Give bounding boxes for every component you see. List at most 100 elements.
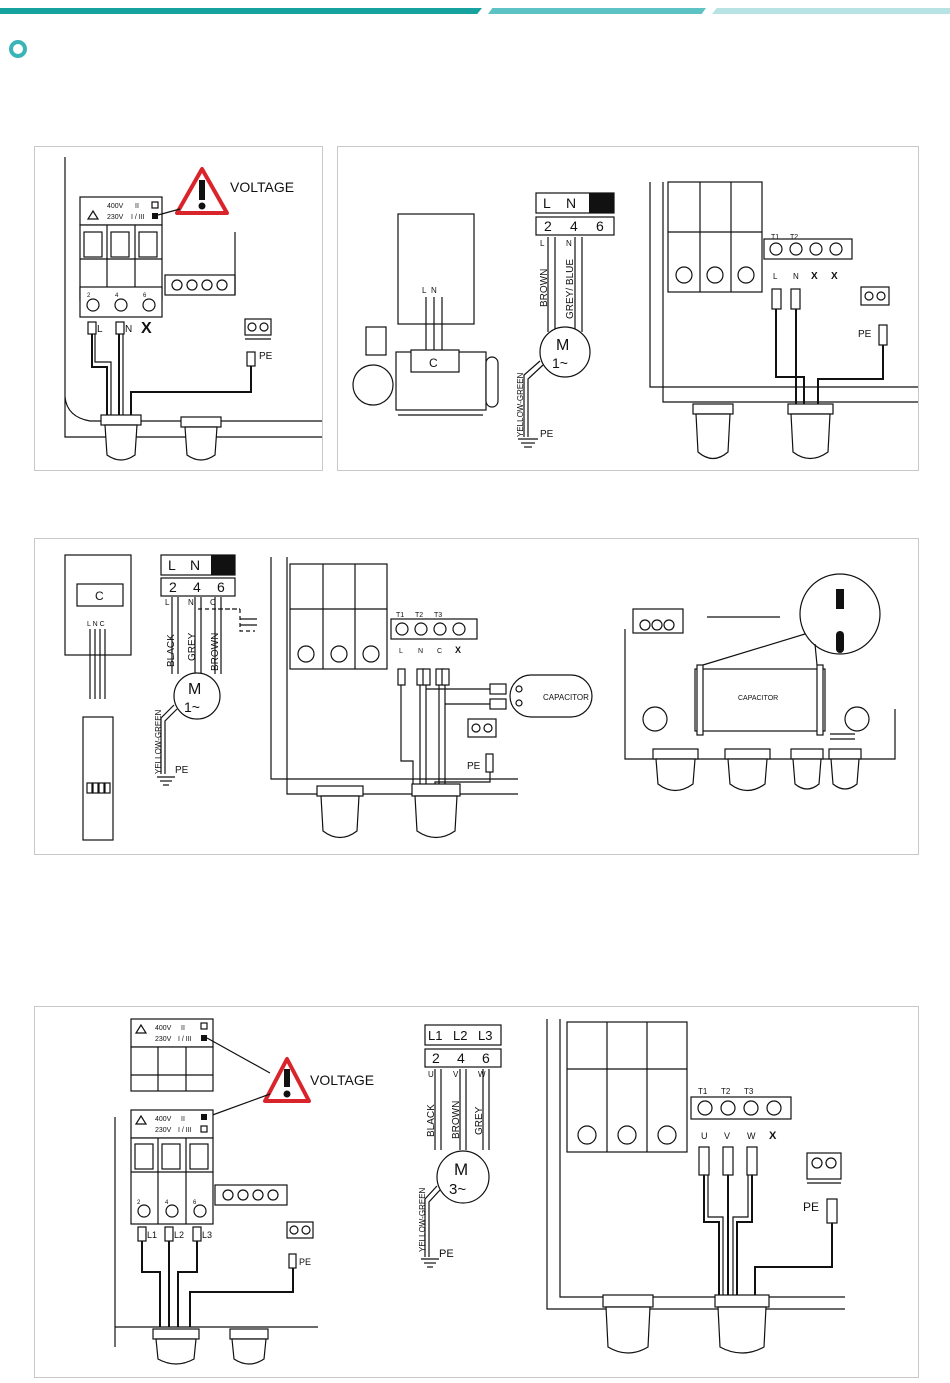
tp-wire-l2: L2 (174, 1230, 184, 1240)
cap-ctrl-c: C (437, 648, 442, 655)
tp-wire-l1: L1 (147, 1230, 157, 1240)
tp-wire-black: BLACK (426, 1104, 437, 1137)
panel-single-phase-motor: L N C L N 2 4 6 L N BROWN GREY/ BLUE M 1… (337, 146, 919, 471)
label-400v: 400V (107, 203, 124, 210)
tp-wire-v: V (453, 1070, 459, 1079)
tp-schem-pe: PE (439, 1248, 454, 1260)
capacitor-component (509, 674, 593, 718)
ctrl-x2: X (831, 271, 838, 282)
terminal-2: 2 (87, 293, 91, 299)
section-bullet-icon (9, 40, 27, 58)
cap-terminal-2: 2 (169, 579, 177, 595)
ctrl-l: L (773, 272, 778, 281)
tp-lower-230v: 230V (155, 1127, 172, 1134)
tp-wire-u: U (428, 1070, 434, 1079)
cap-ctrl-x: X (455, 645, 461, 655)
header-bar-light (712, 8, 950, 14)
diagram-three-phase: 400V 230V II I / III VOLTAGE 400V 230V I… (114, 1018, 845, 1365)
tp-upper-i-iii: I / III (178, 1036, 192, 1043)
ctrl-x1: X (811, 271, 818, 282)
tp-wire-w: W (478, 1070, 486, 1079)
motor-1-phase-icon-2 (173, 672, 221, 720)
wire-yellow-green-label: YELLOW-GREEN (516, 372, 525, 437)
capacitor-detail-label: CAPACITOR (738, 695, 778, 702)
wire-grey-label: GREY (187, 632, 198, 661)
tp-wire-brown: BROWN (451, 1101, 462, 1139)
tp-wire-grey: GREY (474, 1106, 485, 1135)
tp-lower-i-iii: I / III (178, 1127, 192, 1134)
wire-grey-blue-label: GREY/ BLUE (565, 259, 576, 319)
voltage-label-2: VOLTAGE (310, 1072, 374, 1088)
sensor-capacitor-label: C (95, 589, 104, 603)
warning-small-icon (86, 209, 100, 220)
wire-brown-label-2: BROWN (210, 633, 221, 671)
magnify-detail-icon (799, 573, 881, 655)
tp-supply-l2: L2 (453, 1028, 467, 1043)
wire-label-l: L (97, 324, 103, 335)
tp-ctrl-v: V (724, 1131, 730, 1141)
motor-1phase: 1~ (552, 355, 568, 371)
voltage-label: VOLTAGE (230, 179, 294, 195)
cap-wire-c: C (210, 598, 216, 607)
tp-ctrl-pe: PE (803, 1200, 819, 1214)
diagram-single-phase-capacitor: C L N C L N 2 4 6 L N C BLACK GREY BROWN… (64, 554, 896, 841)
tp-ctrl-t3: T3 (744, 1087, 754, 1096)
cap-supply-n: N (190, 557, 200, 573)
tp-supply-l1: L1 (428, 1028, 442, 1043)
tp-motor-3phase: 3~ (449, 1181, 466, 1198)
tp-pe-label: PE (299, 1257, 311, 1267)
motor-1-phase-icon (539, 326, 591, 378)
header-bar-mid (488, 8, 706, 14)
tp-ctrl-t1: T1 (698, 1087, 708, 1096)
tp-motor-4: 4 (457, 1050, 465, 1066)
tp-motor-6: 6 (482, 1050, 490, 1066)
terminal-6: 6 (143, 293, 147, 299)
tp-ctrl-x: X (769, 1130, 777, 1142)
sensor-lnc-label: L N C (87, 621, 105, 628)
cap-motor-m: M (188, 681, 201, 698)
cap-schem-pe: PE (175, 765, 189, 776)
tp-terminal-2: 2 (137, 1200, 141, 1206)
tp-ctrl-t2: T2 (721, 1087, 731, 1096)
cap-motor-1phase: 1~ (184, 699, 200, 715)
cap-ctrl-l: L (399, 648, 403, 655)
tp-ctrl-w: W (747, 1131, 756, 1141)
schem-pe-label: PE (540, 429, 554, 440)
motor-terminal-4: 4 (570, 218, 578, 234)
supply-label-n: N (566, 195, 576, 211)
tp-upper-230v: 230V (155, 1036, 172, 1043)
cap-ctrl-t1: T1 (396, 612, 404, 619)
label-i-iii: I / III (131, 214, 145, 221)
pump-label-l: L (422, 286, 427, 295)
label-230v: 230V (107, 214, 124, 221)
wire-brown-label: BROWN (539, 269, 550, 307)
pe-label: PE (259, 351, 273, 362)
motor-terminal-6: 6 (596, 218, 604, 234)
tp-upper-ii: II (181, 1025, 185, 1032)
tp-lower-ii: II (181, 1116, 185, 1123)
wire-black-label: BLACK (166, 634, 177, 667)
cap-terminal-6: 6 (217, 579, 225, 595)
motor-3-phase-icon (436, 1150, 490, 1204)
tp-supply-l3: L3 (478, 1028, 492, 1043)
tp-motor-2: 2 (432, 1050, 440, 1066)
diagram-single-phase-voltage-selector: 400V 230V II I / III 2 4 6 VOLTAGE L N X… (64, 157, 322, 461)
wire-n: N (566, 239, 572, 248)
cap-ctrl-n: N (418, 648, 423, 655)
diagram-single-phase-motor: L N C L N 2 4 6 L N BROWN GREY/ BLUE M 1… (352, 181, 918, 460)
terminal-4: 4 (115, 293, 119, 299)
cap-ctrl-pe: PE (467, 761, 481, 772)
supply-label-l: L (543, 195, 551, 211)
capacitor-label: CAPACITOR (543, 693, 589, 702)
panel-single-phase-voltage: 400V 230V II I / III 2 4 6 VOLTAGE L N X… (34, 146, 323, 471)
cap-terminal-4: 4 (193, 579, 201, 595)
cap-wire-n: N (188, 598, 194, 607)
ctrl-n: N (793, 272, 799, 281)
tp-terminal-6: 6 (193, 1200, 197, 1206)
cap-wire-yellow-green: YELLOW-GREEN (154, 709, 163, 774)
tp-upper-400v: 400V (155, 1025, 172, 1032)
tp-motor-m: M (454, 1160, 468, 1179)
panel-three-phase: 400V 230V II I / III VOLTAGE 400V 230V I… (34, 1006, 919, 1378)
panel-single-phase-capacitor: C L N C L N 2 4 6 L N C BLACK GREY BROWN… (34, 538, 919, 855)
tp-lower-400v: 400V (155, 1116, 172, 1123)
